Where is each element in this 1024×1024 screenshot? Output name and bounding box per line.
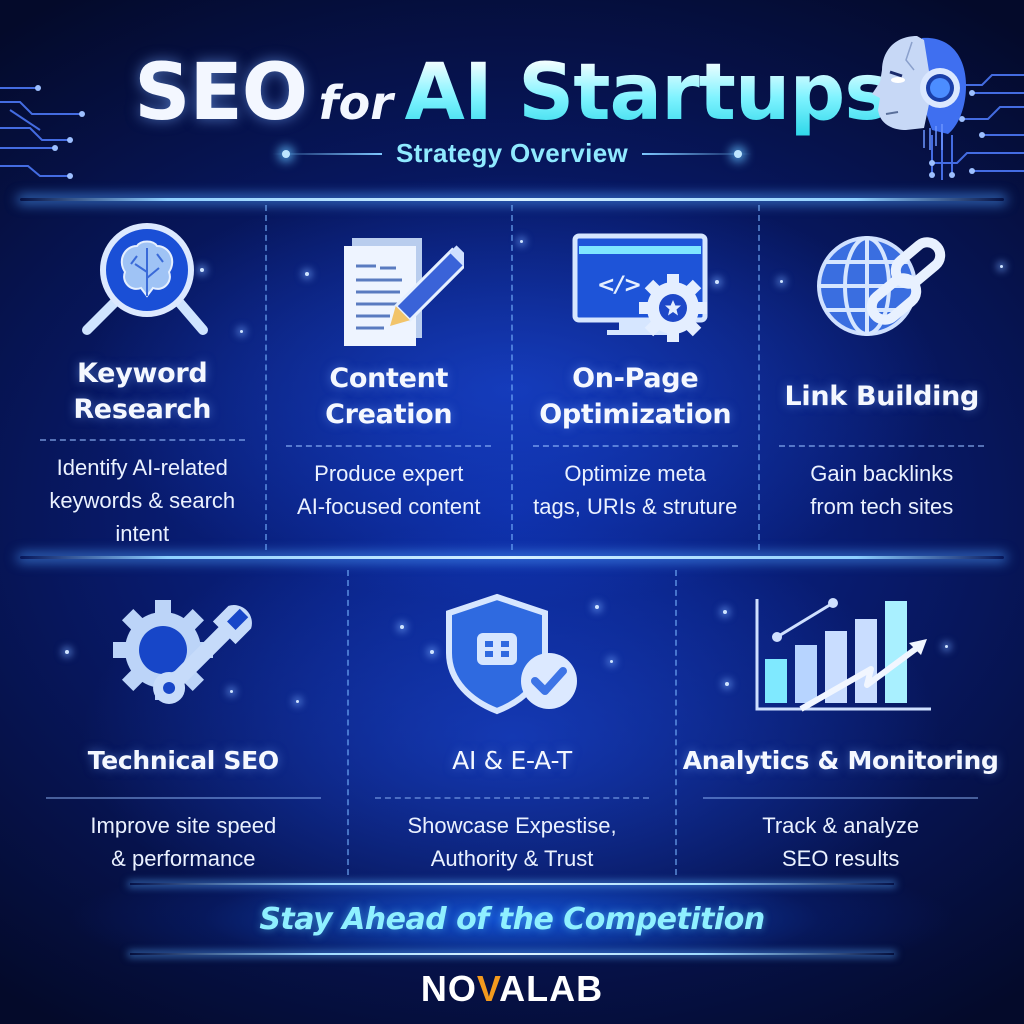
brain-magnifier-icon bbox=[82, 223, 209, 336]
subtitle-line-right bbox=[642, 149, 752, 158]
strategy-row-top: Keyword Research Identify AI-related key… bbox=[20, 205, 1004, 550]
logo-accent-letter: V bbox=[476, 968, 500, 1009]
panel-ai-eat: AI & E-A-T Showcase Expestise, Authority… bbox=[346, 570, 676, 875]
panel-title: AI & E-A-T bbox=[452, 746, 572, 776]
panel-description: Improve site speed & performance bbox=[90, 813, 277, 871]
panel-divider bbox=[286, 445, 492, 447]
logo-text-end: ALAB bbox=[499, 968, 604, 1009]
document-pencil-icon bbox=[343, 238, 464, 346]
page-title: SEO for AI Startups bbox=[0, 48, 1024, 138]
panel-divider bbox=[46, 797, 321, 799]
panel-keyword-research: Keyword Research Identify AI-related key… bbox=[20, 205, 265, 550]
banner-line-bottom bbox=[130, 953, 894, 955]
panel-analytics-monitoring: Analytics & Monitoring Track & analyze S… bbox=[675, 570, 1004, 875]
bar-chart-arrow-icon bbox=[755, 598, 931, 712]
panel-title: Link Building bbox=[784, 381, 980, 412]
panel-description: Track & analyze SEO results bbox=[762, 813, 920, 871]
strategy-row-bottom: Technical SEO Improve site speed & perfo… bbox=[20, 570, 1004, 875]
globe-chain-icon bbox=[816, 236, 945, 336]
panel-title: Content Creation bbox=[325, 363, 453, 430]
panel-title: Keyword Research bbox=[73, 358, 212, 426]
panel-title: Technical SEO bbox=[87, 746, 279, 776]
banner-line-top bbox=[130, 883, 894, 885]
title-seo: SEO bbox=[134, 48, 308, 138]
page-subtitle: Strategy Overview bbox=[396, 138, 628, 168]
panel-divider bbox=[779, 445, 985, 447]
svg-text:</>: </> bbox=[597, 273, 642, 298]
shield-check-icon bbox=[446, 594, 577, 715]
panel-title: On-Page Optimization bbox=[539, 363, 732, 430]
subtitle-line-left bbox=[272, 149, 382, 158]
subtitle-row: Strategy Overview bbox=[0, 138, 1024, 169]
panel-description: Showcase Expestise, Authority & Trust bbox=[407, 813, 617, 871]
panel-link-building: Link Building Gain backlinks from tech s… bbox=[757, 205, 1005, 550]
title-ai-startups: AI Startups bbox=[404, 48, 891, 138]
panel-divider bbox=[39, 439, 245, 441]
panel-content-creation: Content Creation Produce expert AI-focus… bbox=[264, 205, 512, 550]
tagline: Stay Ahead of the Competition bbox=[259, 901, 765, 937]
separator-middle bbox=[20, 556, 1004, 559]
panel-divider bbox=[703, 797, 978, 799]
circuit-left-icon bbox=[0, 85, 85, 179]
monitor-gear-icon: </> bbox=[572, 233, 708, 342]
panel-title: Analytics & Monitoring bbox=[682, 746, 999, 776]
circuit-right-icon bbox=[929, 74, 1024, 180]
panel-description: Produce expert AI-focused content bbox=[297, 461, 481, 519]
logo-text-start: NO bbox=[420, 968, 477, 1009]
separator-top bbox=[20, 198, 1004, 201]
panel-description: Optimize meta tags, URIs & struture bbox=[533, 461, 738, 519]
panel-description: Gain backlinks from tech sites bbox=[810, 461, 954, 519]
tagline-banner: Stay Ahead of the Competition bbox=[70, 883, 954, 955]
panel-divider bbox=[374, 797, 650, 799]
brand-logo: NOVALAB bbox=[0, 968, 1024, 1010]
panel-divider bbox=[532, 445, 738, 447]
panel-description: Identify AI-related keywords & search in… bbox=[49, 455, 236, 546]
header: SEO for AI Startups Strategy Overview bbox=[0, 0, 1024, 200]
panel-on-page-optimization: </> On-Page Optimization Optimize meta t… bbox=[511, 205, 758, 550]
gear-wrench-icon bbox=[113, 600, 253, 705]
title-for: for bbox=[318, 76, 393, 130]
robot-head-icon bbox=[872, 36, 966, 150]
panel-technical-seo: Technical SEO Improve site speed & perfo… bbox=[20, 570, 347, 875]
